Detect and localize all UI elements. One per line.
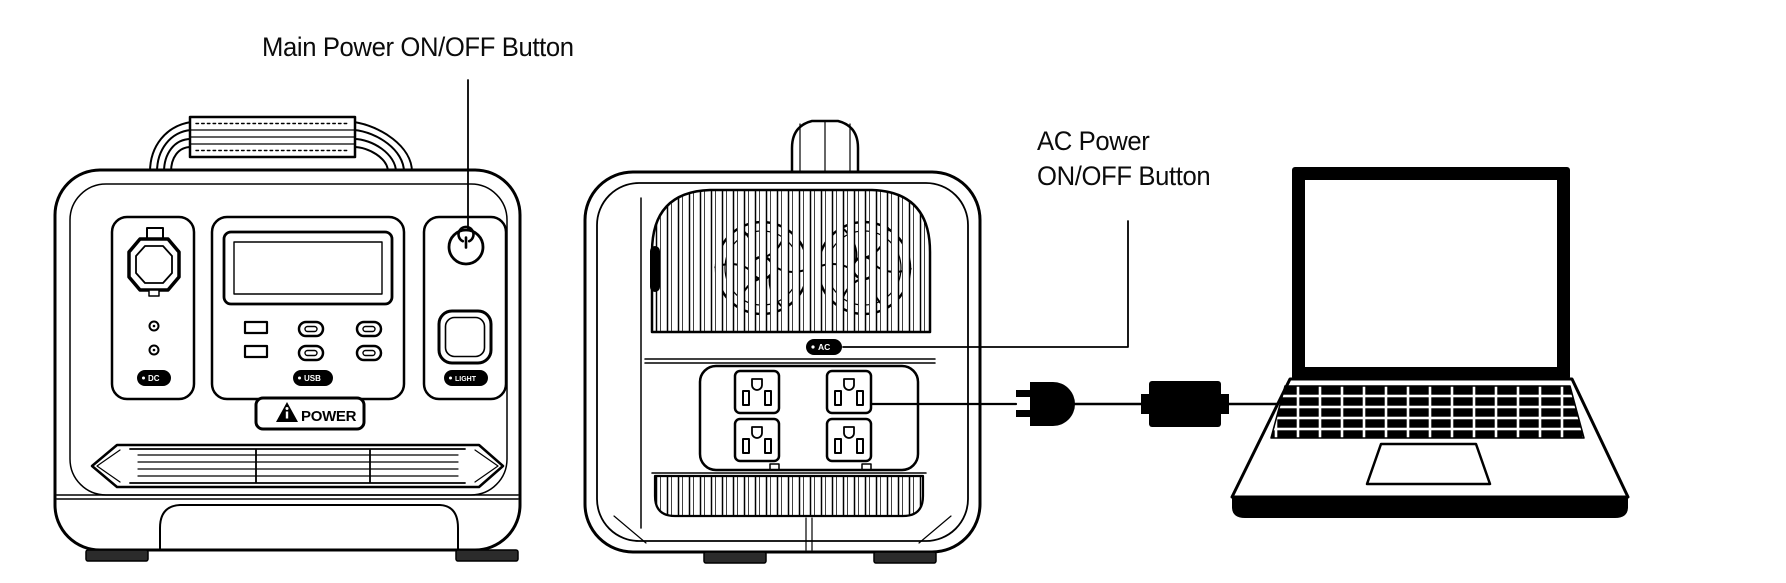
front-carry-handle [149,115,413,173]
ac-outlet-panel [698,364,920,472]
dc-input-port [127,227,181,297]
light-led-dot-icon [449,376,452,380]
power-adapter [1141,381,1229,427]
light-button-label: LIGHT [455,376,477,383]
carry-handle-knob [790,119,860,181]
ac-outlet [825,369,873,415]
dc-indicator-leds [148,320,160,356]
laptop-screen [1305,180,1557,367]
cooling-vent-top [650,188,932,334]
rear-body-inset [596,182,969,542]
front-dc-panel: DC [110,215,196,401]
laptop-keyboard [1270,385,1585,439]
dc-12v-socket [437,309,493,365]
laptop [1230,167,1630,518]
ac-outlet [733,369,781,415]
ac-outlet [733,417,781,463]
ac-led-dot-icon [811,345,815,349]
light-button-pill: LIGHT [444,370,488,386]
front-bottom-seams [56,494,519,500]
laptop-trackpad [1365,442,1492,486]
usb-button-label: USB [304,374,321,383]
front-device: DC [53,115,522,562]
ac-plug-icon [1016,382,1075,426]
front-bottom-notch [159,504,459,551]
brand-logo: POWER [254,396,366,431]
brand-logo-text: POWER [301,408,357,425]
dc-button-pill: DC [137,370,171,386]
rear-side-button [650,246,660,292]
laptop-front-edge [1232,497,1628,518]
lcd-display [222,230,394,306]
main-power-button [447,225,485,266]
main-power-callout: Main Power ON/OFF Button [262,32,574,62]
usb-led-dot-icon [298,376,301,380]
usb-button-pill: USB [293,370,333,386]
light-bar [90,443,505,489]
front-right-panel: LIGHT [422,215,508,401]
display-indicator-windows [243,320,269,359]
ac-power-callout-line2: ON/OFF Button [1037,161,1211,191]
front-feet [85,549,519,562]
cooling-vent-bottom [651,472,927,518]
rear-bottom-seams [613,515,952,551]
ac-button-label: AC [818,342,830,352]
ac-power-callout: AC Power ON/OFF Button [1037,124,1211,194]
rear-feet [703,551,937,564]
ac-button-pill: AC [806,339,842,355]
dc-button-label: DC [148,374,160,383]
outlet-band-seams [644,358,936,364]
ac-power-callout-line1: AC Power [1037,126,1150,156]
front-display-panel: USB [210,215,406,401]
usb-port-buttons [297,320,383,362]
dc-led-dot-icon [142,376,145,380]
power-symbol-icon [457,225,475,249]
ac-power-leader-line [842,220,1129,348]
rear-device: AC [583,119,982,564]
ac-outlet [825,417,873,463]
